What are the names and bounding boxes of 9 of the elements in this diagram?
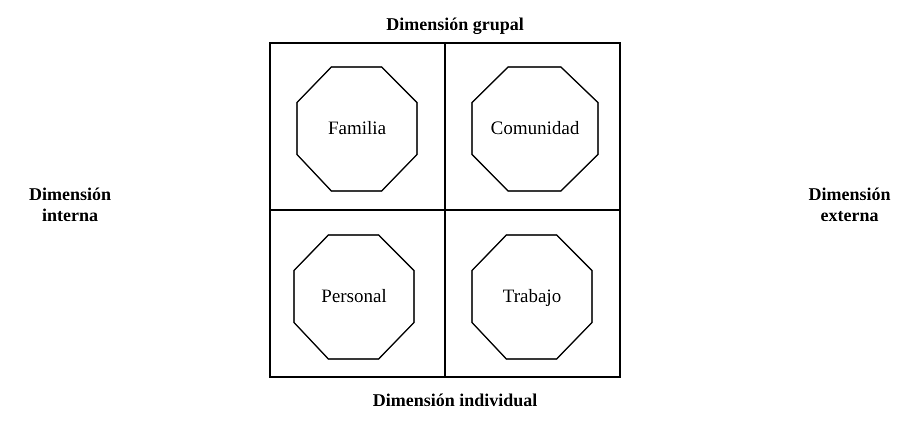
node-label: Comunidad — [490, 118, 580, 140]
quadrant-grid — [269, 42, 621, 378]
node-label: Trabajo — [502, 286, 562, 308]
axis-label: Dimensión individual — [372, 390, 538, 411]
node-label: Personal — [321, 286, 387, 308]
axis-label: Dimensión grupal — [385, 14, 525, 35]
axis-label: Dimensión externa — [807, 184, 892, 226]
axis-label: Dimensión interna — [28, 184, 112, 226]
node-label: Familia — [328, 118, 386, 140]
